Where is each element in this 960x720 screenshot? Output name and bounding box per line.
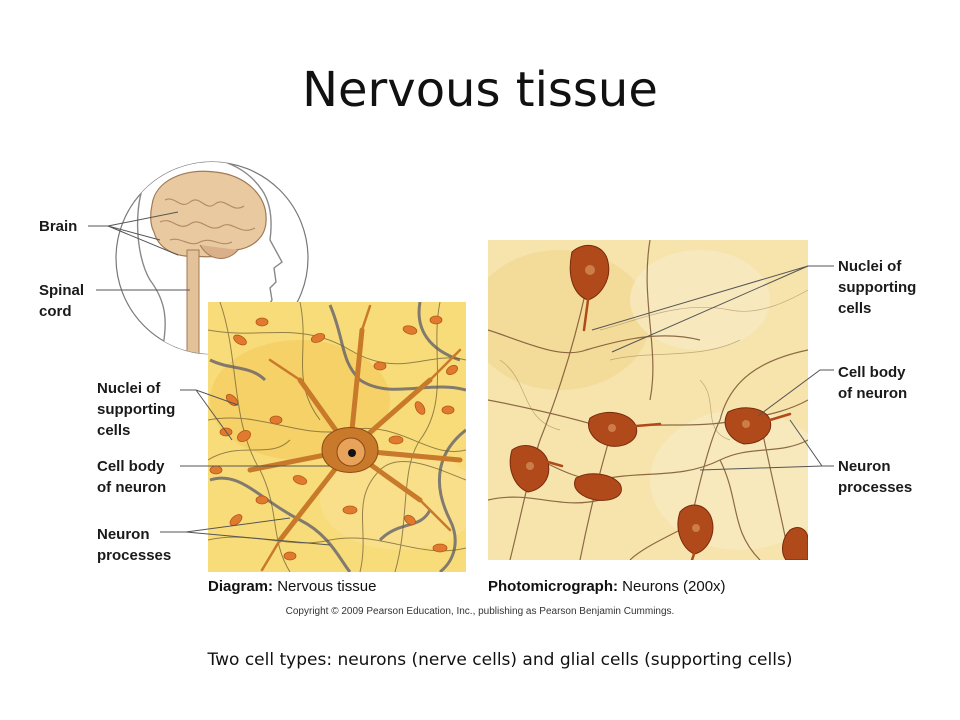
- label-spinal-cord: Spinal cord: [39, 280, 84, 322]
- label-brain-text: Brain: [39, 218, 78, 235]
- copyright-text: Copyright © 2009 Pearson Education, Inc.…: [285, 606, 675, 617]
- label-diagram-nuclei-line1: Nuclei of: [97, 380, 161, 397]
- label-diagram-cell-body-line1: Cell body: [97, 458, 165, 475]
- diagram-neuron: [247, 304, 463, 572]
- label-photo-processes-line2: processes: [838, 479, 913, 496]
- label-diagram-processes-line1: Neuron: [97, 526, 150, 543]
- label-diagram-cell-body-line2: of neuron: [97, 479, 167, 496]
- label-photo-nuclei-line1: Nuclei of: [838, 258, 902, 275]
- photo-caption: Photomicrograph: Neurons (200x): [488, 578, 726, 595]
- photo-caption-text: Neurons (200x): [622, 578, 726, 595]
- label-diagram-processes-line2: processes: [97, 547, 172, 564]
- label-photo-nuclei: Nuclei of supporting cells: [838, 256, 916, 319]
- label-spinal-cord-line2: cord: [39, 303, 72, 320]
- label-spinal-cord-line1: Spinal: [39, 282, 85, 299]
- diagram-caption-bold: Diagram:: [208, 578, 274, 595]
- label-photo-processes-line1: Neuron: [838, 458, 891, 475]
- label-diagram-nuclei-line3: cells: [97, 422, 131, 439]
- photomicrograph: [488, 240, 808, 560]
- photo-caption-bold: Photomicrograph:: [488, 578, 618, 595]
- footer-text: Two cell types: neurons (nerve cells) an…: [207, 650, 793, 670]
- label-photo-cell-body-line1: Cell body: [838, 364, 906, 381]
- label-brain: Brain: [39, 216, 77, 237]
- label-diagram-cell-body: Cell body of neuron: [97, 456, 166, 498]
- leader-lines: [88, 211, 834, 546]
- diagram-caption: Diagram: Nervous tissue: [208, 578, 376, 595]
- label-photo-cell-body: Cell body of neuron: [838, 362, 907, 404]
- label-photo-cell-body-line2: of neuron: [838, 385, 908, 402]
- brain-shape: [150, 170, 267, 258]
- label-diagram-nuclei: Nuclei of supporting cells: [97, 378, 175, 441]
- diagram-tissue: [208, 302, 466, 572]
- label-diagram-nuclei-line2: supporting: [97, 401, 176, 418]
- label-photo-processes: Neuron processes: [838, 456, 912, 498]
- label-photo-nuclei-line2: supporting: [838, 279, 917, 296]
- page-title: Nervous tissue: [302, 62, 658, 118]
- diagram-caption-text: Nervous tissue: [277, 578, 377, 595]
- label-diagram-processes: Neuron processes: [97, 524, 171, 566]
- label-photo-nuclei-line3: cells: [838, 300, 872, 317]
